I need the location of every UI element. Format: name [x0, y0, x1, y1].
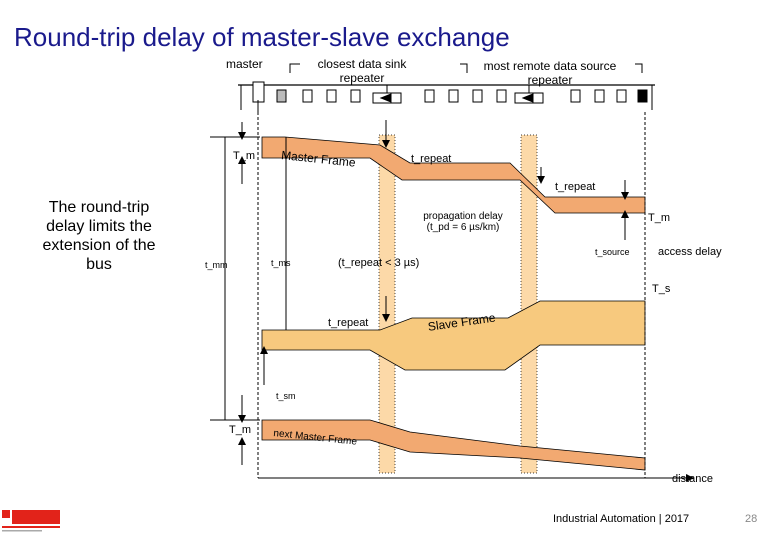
source-repeater-band [520, 134, 538, 474]
distance-label: distance [672, 473, 713, 485]
remote-source-label: most remote data source repeater [483, 59, 617, 87]
t-source-label: t_source [595, 247, 630, 257]
access-delay-label: access delay [658, 246, 722, 258]
master-label: master [226, 57, 263, 71]
side-note: The round-trip delay limits the extensio… [42, 199, 156, 273]
page-title: Round-trip delay of master-slave exchang… [14, 22, 510, 52]
closest-sink-label: closest data sink repeater [317, 57, 407, 85]
t-repeat-low-label: t_repeat [328, 317, 369, 329]
prop-delay-label: propagation delay (t_pd = 6 µs/km) [423, 211, 503, 233]
t-sm-label: t_sm [276, 391, 296, 401]
t-repeat-top-label: t_repeat [411, 153, 452, 165]
t-m-left-label: T_m [233, 150, 255, 162]
station-master [252, 81, 265, 112]
t-s-label: T_s [652, 283, 671, 295]
t-m-bottom-label: T_m [229, 424, 251, 436]
sink-repeater-band [378, 134, 396, 474]
t-repeat-cond-label: (t_repeat < 3 µs) [338, 257, 420, 269]
t-m-right-label: T_m [648, 212, 670, 224]
slave-frame-band [261, 300, 646, 371]
next-master-frame-band [261, 419, 646, 471]
master-frame-band [261, 136, 646, 214]
repeater-source [514, 85, 544, 104]
footer-text: Industrial Automation | 2017 [553, 513, 690, 525]
t-repeat-mid-label: t_repeat [555, 181, 596, 193]
t-ms-label: t_ms [271, 258, 291, 268]
t-mm-label: t_mm [205, 260, 228, 270]
stations-row [276, 89, 648, 103]
epfl-logo [2, 505, 62, 535]
repeater-sink [372, 85, 402, 104]
page-number: 28 [745, 513, 758, 525]
